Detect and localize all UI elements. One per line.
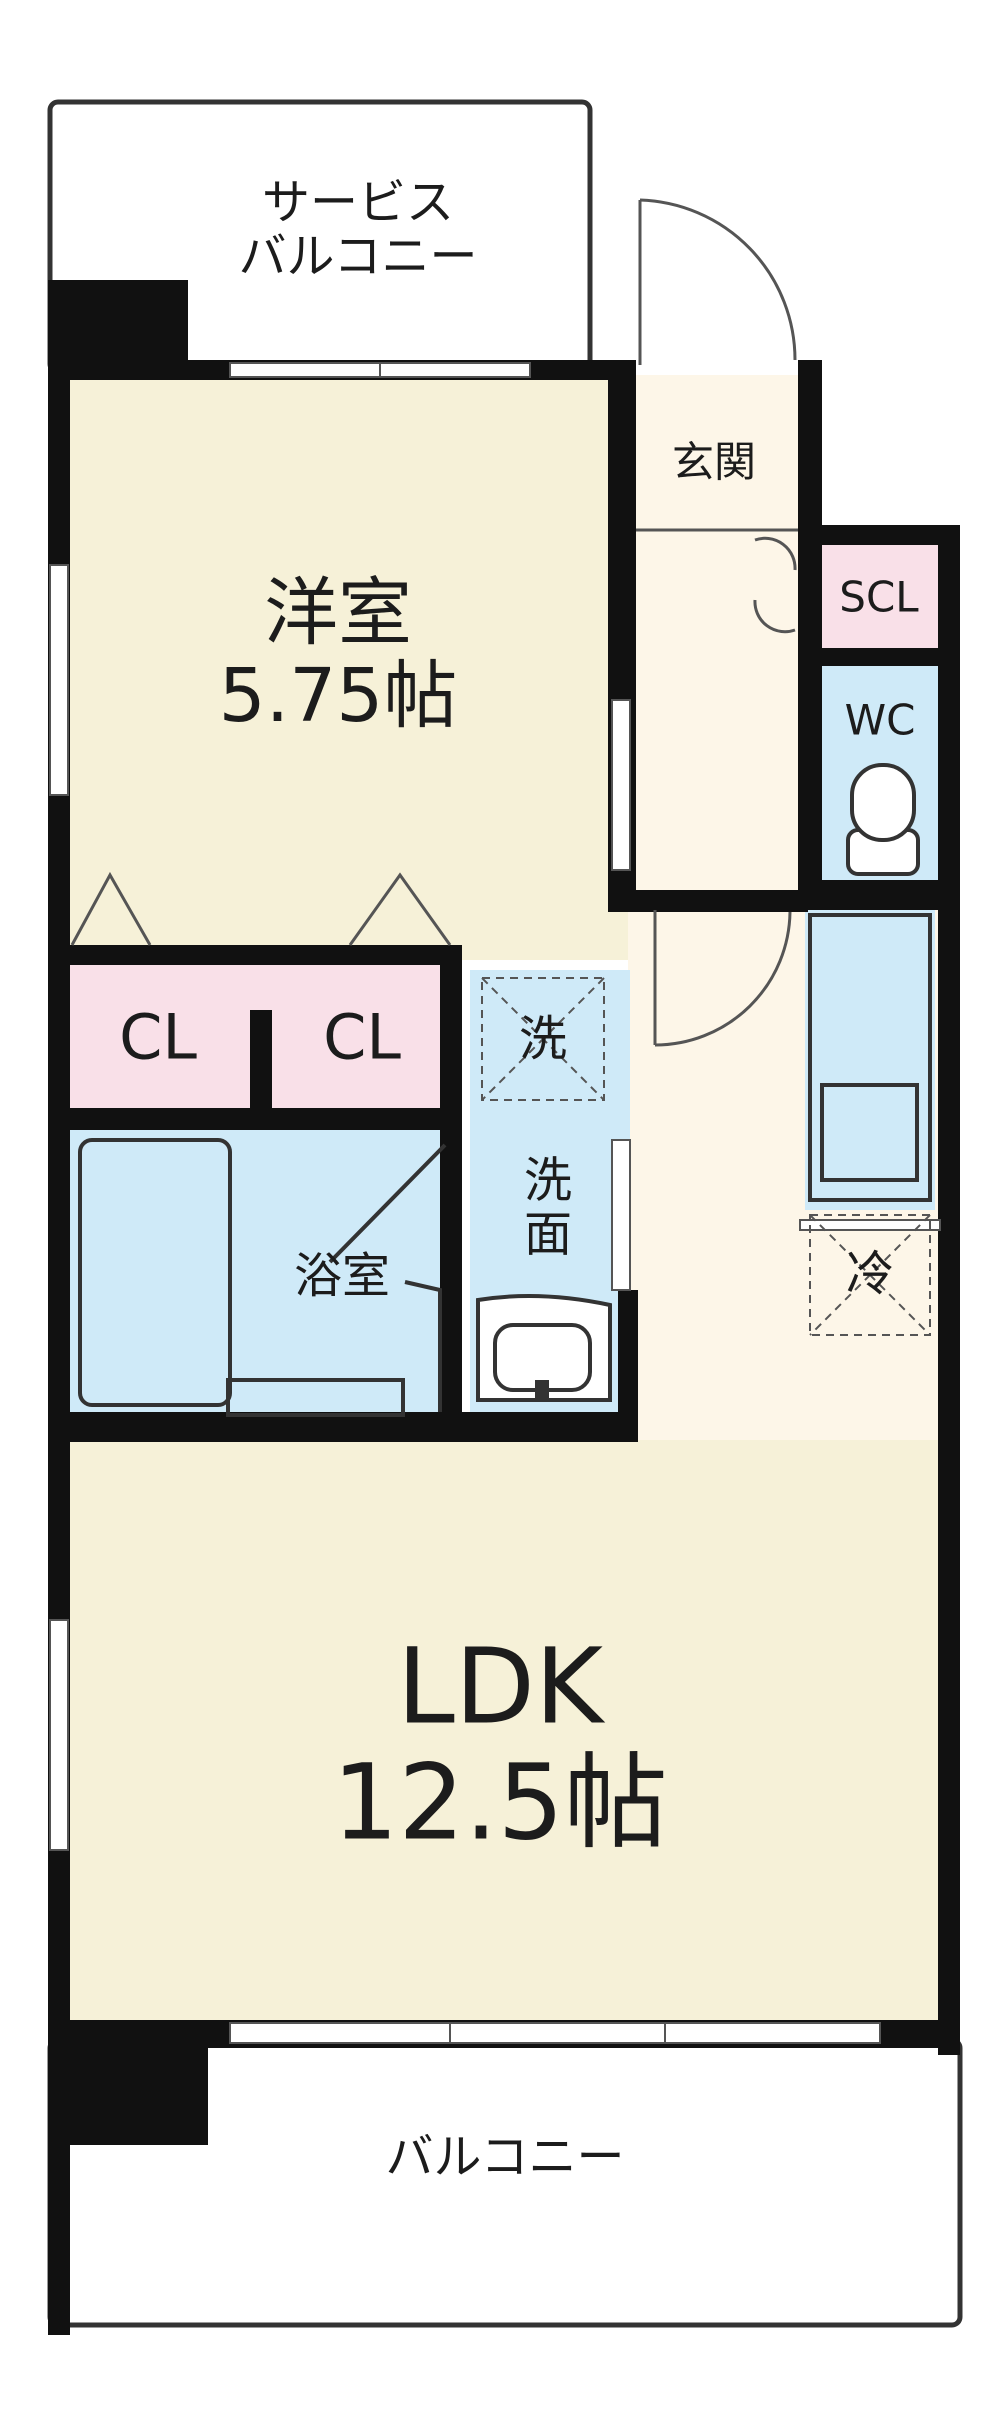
closet-left-label: CL bbox=[119, 1000, 197, 1074]
ldk-floor-main bbox=[70, 1440, 938, 2025]
scl-floor bbox=[818, 540, 938, 650]
bath-label: 浴室 bbox=[293, 1248, 391, 1305]
washroom-label: 洗 面 bbox=[523, 1152, 573, 1262]
wash-basin bbox=[476, 1294, 612, 1402]
doors bbox=[70, 198, 798, 1047]
washer-label: 洗 bbox=[518, 1011, 568, 1068]
entrance-floor bbox=[628, 375, 798, 535]
toilet bbox=[846, 763, 920, 876]
closet-right-label: CL bbox=[323, 1000, 401, 1074]
fridge-label: 冷 bbox=[845, 1246, 895, 1303]
bathtub bbox=[78, 1138, 447, 1417]
scl-label: SCL bbox=[839, 572, 919, 622]
washer-pan bbox=[481, 977, 605, 1101]
kitchen-floor bbox=[805, 910, 935, 1210]
ldk-label: LDK 12.5帖 bbox=[332, 1625, 668, 1864]
service-balcony-label: サービス バルコニー bbox=[238, 174, 478, 284]
wc-label: WC bbox=[844, 695, 916, 745]
balcony-label: バルコニー bbox=[385, 2129, 625, 2186]
western-room-floor bbox=[70, 375, 628, 960]
bath-floor bbox=[70, 1130, 450, 1415]
entrance-label: 玄関 bbox=[671, 437, 757, 487]
kitchen-counter bbox=[808, 913, 932, 1202]
western-room-label: 洋室 5.75帖 bbox=[218, 570, 458, 739]
windows bbox=[49, 362, 941, 2044]
fridge-space bbox=[809, 1214, 931, 1336]
